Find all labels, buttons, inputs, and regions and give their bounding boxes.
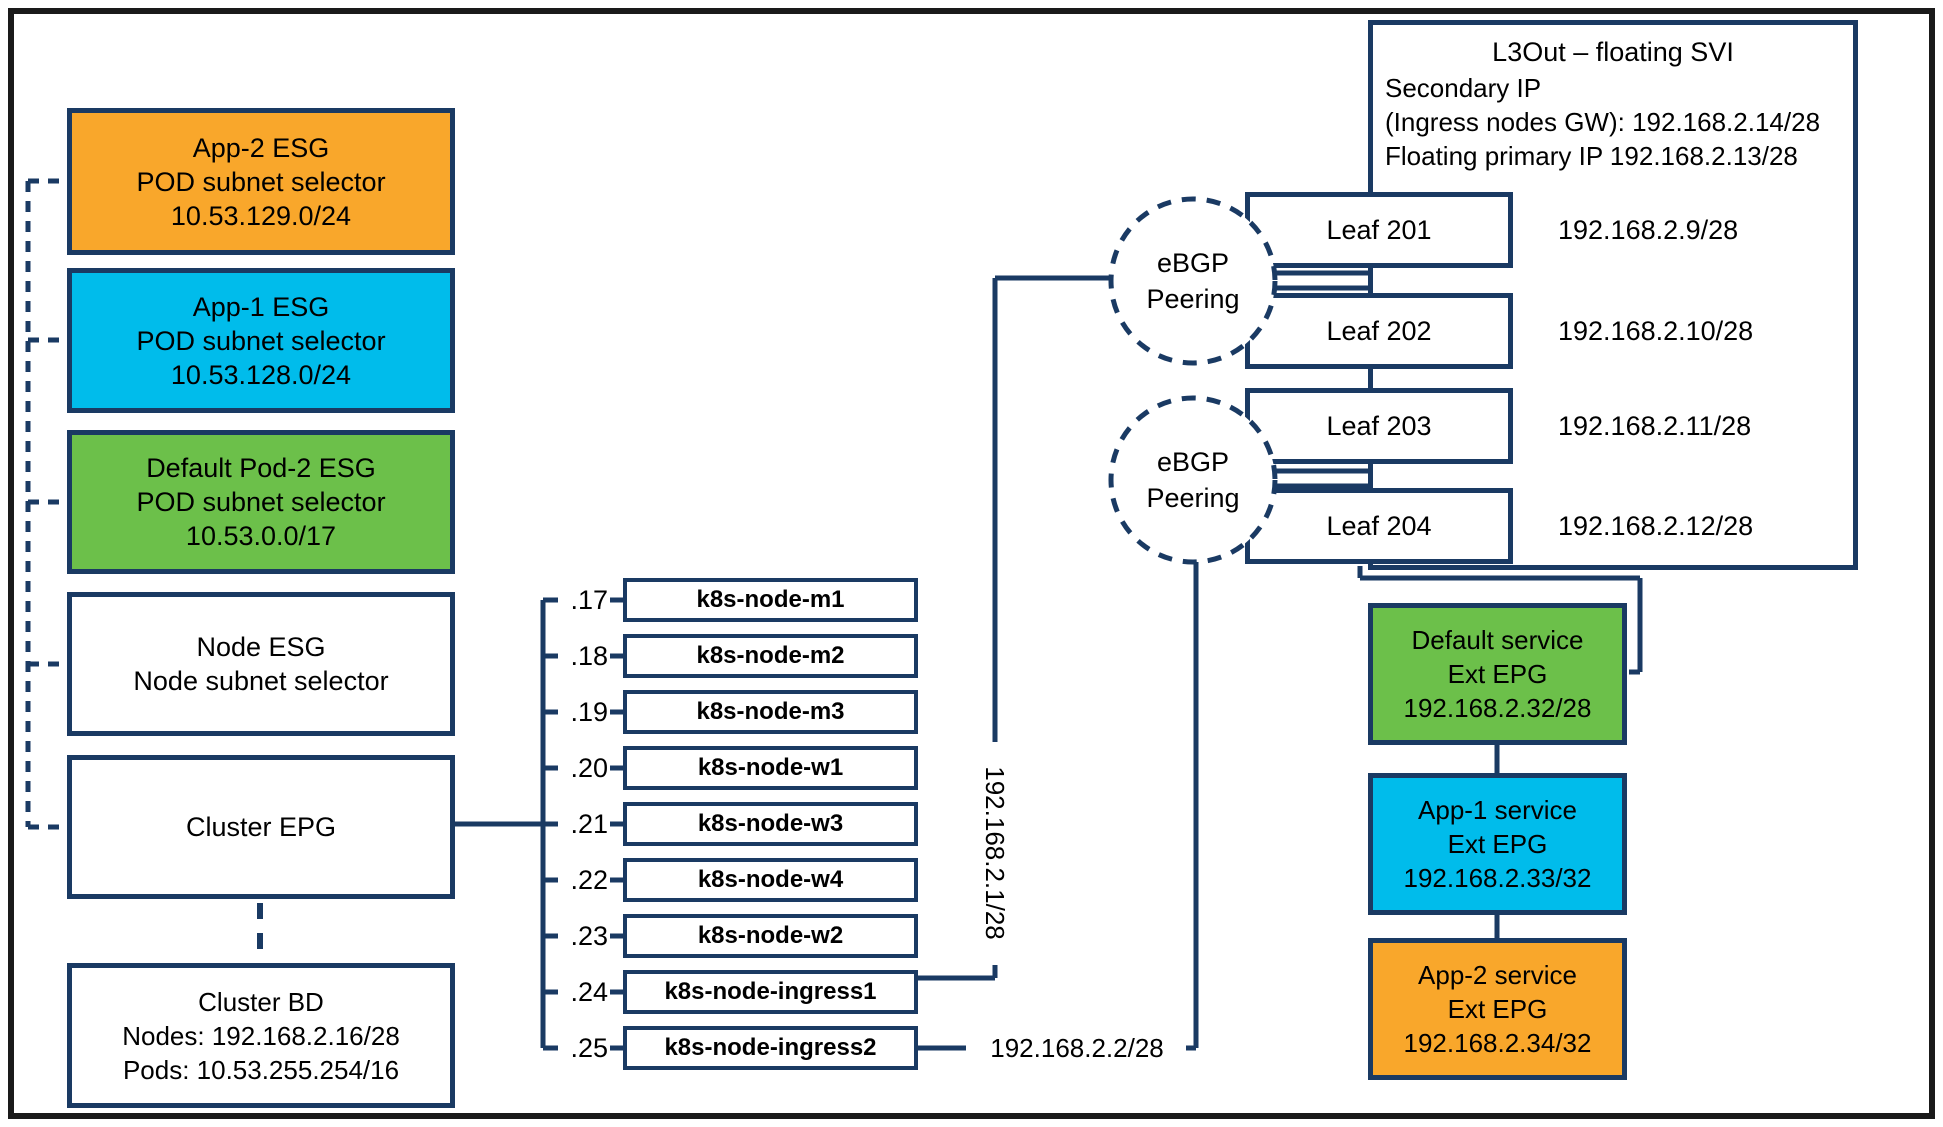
app1-esg-box: App-1 ESG POD subnet selector 10.53.128.…: [67, 268, 455, 413]
node1-ip-suffix: .17: [570, 585, 608, 615]
leaf-202-label: Leaf 202: [1326, 316, 1432, 346]
node4-name: k8s-node-w1: [697, 754, 844, 781]
app1-esg-title: App-1 ESG: [192, 291, 330, 322]
leaf-203-label: Leaf 203: [1326, 411, 1432, 441]
node-box-w2: k8s-node-w2: [623, 914, 918, 958]
leaf-201-label: Leaf 201: [1326, 215, 1432, 245]
node5-name: k8s-node-w3: [697, 810, 844, 837]
default-pod2-esg-box: Default Pod-2 ESG POD subnet selector 10…: [67, 430, 455, 574]
node9-name: k8s-node-ingress2: [664, 1034, 877, 1061]
l3out-info: Secondary IP (Ingress nodes GW): 192.168…: [1385, 71, 1820, 173]
cluster-bd-box: Cluster BD Nodes: 192.168.2.16/28 Pods: …: [67, 963, 455, 1108]
node-box-ingress1: k8s-node-ingress1: [623, 970, 918, 1014]
esg-dashed-trunk: [25, 178, 65, 830]
ebgp-peering-1-label: eBGP Peering: [1113, 245, 1273, 317]
ebgp1-line2: Peering: [1146, 284, 1240, 314]
app2-service-line2: Ext EPG: [1447, 994, 1548, 1024]
node3-name: k8s-node-m3: [696, 698, 845, 725]
node-box-m2: k8s-node-m2: [623, 634, 918, 678]
l3out-secondary-ip-label: Secondary IP: [1385, 73, 1542, 103]
leaf-202-box: Leaf 202: [1245, 293, 1513, 369]
ingress2-uplink-ip-label: 192.168.2.2/28: [990, 1033, 1164, 1063]
node-esg-selector: Node subnet selector: [133, 666, 389, 696]
leaf-201-ip: 192.168.2.9/28: [1558, 215, 1739, 245]
node-box-ingress2: k8s-node-ingress2: [623, 1026, 918, 1070]
default-service-line1: Default service: [1411, 625, 1584, 655]
default-pod2-esg-selector: POD subnet selector: [136, 487, 386, 517]
diagram-frame: [8, 8, 1935, 1119]
app2-esg-title: App-2 ESG: [192, 132, 330, 163]
node-esg-box: Node ESG Node subnet selector: [67, 592, 455, 736]
node5-ip-suffix: .21: [570, 809, 608, 839]
node8-name: k8s-node-ingress1: [664, 978, 877, 1005]
app1-service-subnet: 192.168.2.33/32: [1403, 863, 1592, 893]
default-service-subnet: 192.168.2.32/28: [1403, 693, 1592, 723]
app2-service-ext-epg-box: App-2 service Ext EPG 192.168.2.34/32: [1368, 938, 1627, 1080]
default-service-ext-epg-box: Default service Ext EPG 192.168.2.32/28: [1368, 603, 1627, 745]
node-box-w4: k8s-node-w4: [623, 858, 918, 902]
node-box-w3: k8s-node-w3: [623, 802, 918, 846]
ebgp1-line1: eBGP: [1156, 248, 1230, 278]
cluster-epg-box: Cluster EPG: [67, 755, 455, 899]
ebgp2-line2: Peering: [1146, 483, 1240, 513]
node2-ip-suffix: .18: [570, 641, 608, 671]
default-pod2-esg-title: Default Pod-2 ESG: [146, 453, 376, 483]
leaf-204-ip: 192.168.2.12/28: [1558, 511, 1754, 541]
app2-esg-selector: POD subnet selector: [136, 166, 386, 197]
leaf-204-label: Leaf 204: [1326, 511, 1432, 541]
node9-ip-suffix: .25: [570, 1033, 608, 1063]
cluster-epg-title: Cluster EPG: [185, 812, 337, 842]
default-pod2-esg-subnet: 10.53.0.0/17: [185, 521, 337, 551]
app2-service-subnet: 192.168.2.34/32: [1403, 1028, 1592, 1058]
l3out-floating-primary-ip: Floating primary IP 192.168.2.13/28: [1385, 141, 1798, 171]
cluster-bd-pods-subnet: Pods: 10.53.255.254/16: [122, 1054, 400, 1085]
ebgp2-line1: eBGP: [1156, 447, 1230, 477]
node2-name: k8s-node-m2: [696, 642, 845, 669]
l3out-title: L3Out – floating SVI: [1492, 37, 1734, 67]
node3-ip-suffix: .19: [570, 697, 608, 727]
node4-ip-suffix: .20: [570, 753, 608, 783]
node8-ip-suffix: .24: [570, 977, 608, 1007]
app2-esg-subnet: 10.53.129.0/24: [170, 200, 352, 231]
node7-ip-suffix: .23: [570, 921, 608, 951]
app1-service-ext-epg-box: App-1 service Ext EPG 192.168.2.33/32: [1368, 773, 1627, 915]
node6-ip-suffix: .22: [570, 865, 608, 895]
cluster-bd-title: Cluster BD: [198, 986, 324, 1017]
node-box-w1: k8s-node-w1: [623, 746, 918, 790]
leaf-201-box: Leaf 201: [1245, 192, 1513, 268]
app2-service-line1: App-2 service: [1418, 960, 1577, 990]
node6-name: k8s-node-w4: [697, 866, 844, 893]
app1-esg-selector: POD subnet selector: [136, 325, 386, 356]
leaf-203-box: Leaf 203: [1245, 388, 1513, 464]
app1-service-line2: Ext EPG: [1447, 829, 1548, 859]
solid-connectors: [455, 270, 1643, 1051]
node-esg-title: Node ESG: [196, 632, 326, 662]
node-box-m3: k8s-node-m3: [623, 690, 918, 734]
leaf-202-ip: 192.168.2.10/28: [1558, 316, 1754, 346]
leaf-203-ip: 192.168.2.11/28: [1558, 411, 1752, 441]
app2-esg-box: App-2 ESG POD subnet selector 10.53.129.…: [67, 108, 455, 255]
node1-name: k8s-node-m1: [696, 586, 845, 613]
app1-esg-subnet: 10.53.128.0/24: [170, 359, 352, 390]
l3out-floating-svi-box: L3Out – floating SVI Secondary IP (Ingre…: [1368, 20, 1858, 570]
node7-name: k8s-node-w2: [697, 922, 844, 949]
cluster-bd-nodes-subnet: Nodes: 192.168.2.16/28: [122, 1020, 400, 1051]
l3out-ingress-gw-ip: (Ingress nodes GW): 192.168.2.14/28: [1385, 107, 1821, 137]
app1-service-line1: App-1 service: [1418, 795, 1577, 825]
ebgp-peering-2-label: eBGP Peering: [1113, 444, 1273, 516]
node-box-m1: k8s-node-m1: [623, 578, 918, 622]
default-service-line2: Ext EPG: [1447, 659, 1548, 689]
